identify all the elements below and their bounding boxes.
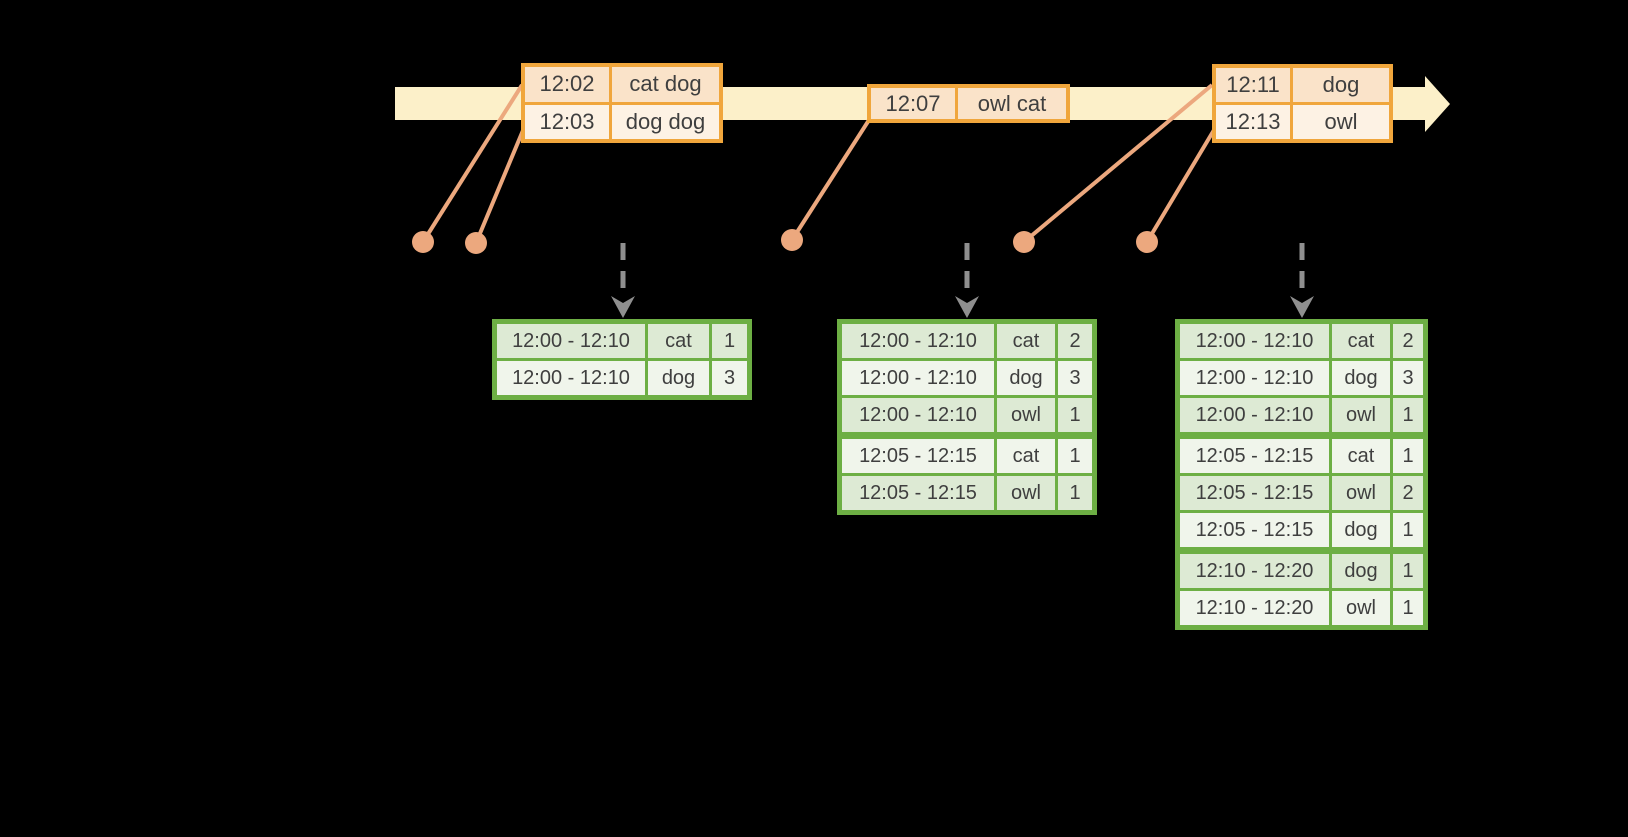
word-cell: dog xyxy=(1332,513,1390,547)
count-cell: 3 xyxy=(1393,361,1423,395)
count-cell: 1 xyxy=(1058,476,1092,510)
trigger-arrowhead-icon xyxy=(611,296,635,318)
event-connector-line xyxy=(1145,128,1216,244)
event-words-cell: owl cat xyxy=(958,88,1066,119)
count-cell: 2 xyxy=(1058,324,1092,358)
window-cell: 12:00 - 12:10 xyxy=(1180,324,1329,358)
window-cell: 12:00 - 12:10 xyxy=(1180,398,1329,432)
count-cell: 1 xyxy=(1393,439,1423,473)
event-dot xyxy=(412,231,434,253)
event-connectors xyxy=(421,83,1216,244)
trigger-arrowheads xyxy=(611,296,1314,318)
count-cell: 1 xyxy=(1393,554,1423,588)
event-dot xyxy=(1136,231,1158,253)
word-cell: cat xyxy=(1332,439,1390,473)
count-cell: 1 xyxy=(1393,513,1423,547)
window-cell: 12:05 - 12:15 xyxy=(1180,476,1329,510)
event-connector-line xyxy=(474,127,526,244)
word-cell: owl xyxy=(1332,476,1390,510)
word-cell: owl xyxy=(1332,591,1390,625)
word-cell: dog xyxy=(1332,361,1390,395)
trigger-arrows xyxy=(620,243,1305,299)
window-cell: 12:05 - 12:15 xyxy=(842,439,994,473)
word-cell: cat xyxy=(1332,324,1390,358)
trigger-arrowhead-icon xyxy=(1290,296,1314,318)
word-cell: owl xyxy=(997,398,1055,432)
event-words-cell: dog xyxy=(1293,68,1389,102)
window-cell: 12:00 - 12:10 xyxy=(497,324,645,358)
window-cell: 12:05 - 12:15 xyxy=(1180,513,1329,547)
event-words-cell: dog dog xyxy=(612,104,719,139)
event-dot xyxy=(1013,231,1035,253)
count-cell: 3 xyxy=(712,361,747,395)
event-dots xyxy=(412,229,1158,254)
event-words-cell: cat dog xyxy=(612,67,719,102)
count-cell: 2 xyxy=(1393,476,1423,510)
event-connector-line xyxy=(790,118,871,242)
count-cell: 1 xyxy=(1058,398,1092,432)
word-cell: owl xyxy=(1332,398,1390,432)
count-cell: 1 xyxy=(1058,439,1092,473)
event-time-cell: 12:03 xyxy=(525,104,609,139)
window-cell: 12:00 - 12:10 xyxy=(842,324,994,358)
word-cell: owl xyxy=(997,476,1055,510)
word-cell: cat xyxy=(648,324,709,358)
event-connector-line xyxy=(421,83,524,244)
event-dot xyxy=(781,229,803,251)
window-cell: 12:00 - 12:10 xyxy=(497,361,645,395)
window-cell: 12:05 - 12:15 xyxy=(1180,439,1329,473)
event-time-cell: 12:07 xyxy=(871,88,955,119)
timeline-arrowhead-icon xyxy=(1425,76,1450,132)
word-cell: dog xyxy=(997,361,1055,395)
event-words-cell: owl xyxy=(1293,105,1389,139)
count-cell: 2 xyxy=(1393,324,1423,358)
word-cell: dog xyxy=(1332,554,1390,588)
window-cell: 12:00 - 12:10 xyxy=(842,398,994,432)
window-cell: 12:05 - 12:15 xyxy=(842,476,994,510)
count-cell: 1 xyxy=(712,324,747,358)
word-cell: cat xyxy=(997,439,1055,473)
count-cell: 1 xyxy=(1393,398,1423,432)
count-cell: 1 xyxy=(1393,591,1423,625)
count-cell: 3 xyxy=(1058,361,1092,395)
event-time-cell: 12:11 xyxy=(1216,68,1290,102)
window-cell: 12:10 - 12:20 xyxy=(1180,554,1329,588)
window-cell: 12:10 - 12:20 xyxy=(1180,591,1329,625)
word-cell: dog xyxy=(648,361,709,395)
event-time-cell: 12:02 xyxy=(525,67,609,102)
trigger-arrowhead-icon xyxy=(955,296,979,318)
window-cell: 12:00 - 12:10 xyxy=(842,361,994,395)
window-cell: 12:00 - 12:10 xyxy=(1180,361,1329,395)
event-time-cell: 12:13 xyxy=(1216,105,1290,139)
event-connector-line xyxy=(1022,83,1214,244)
word-cell: cat xyxy=(997,324,1055,358)
event-dot xyxy=(465,232,487,254)
